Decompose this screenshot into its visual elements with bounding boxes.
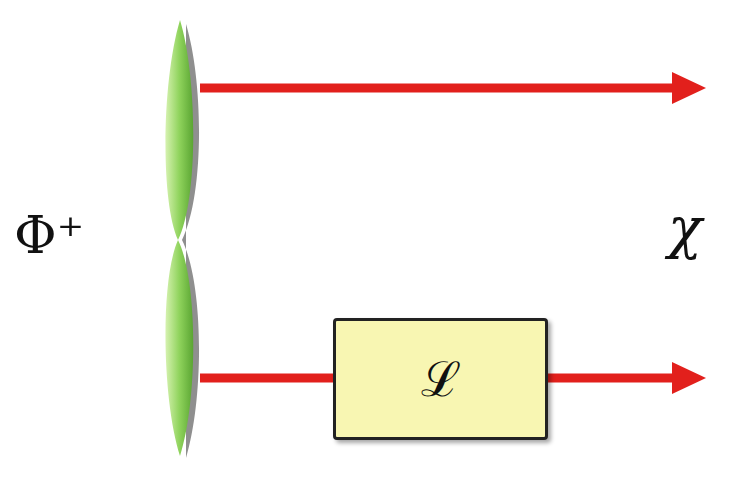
arrow-head bbox=[672, 72, 706, 104]
state-label: Φ⁺ bbox=[14, 207, 84, 264]
output-label: χ bbox=[668, 197, 702, 259]
channel-symbol: ℒ bbox=[421, 353, 461, 406]
entangled-pair bbox=[165, 20, 193, 456]
beam-line bbox=[545, 374, 680, 383]
arrow-head bbox=[672, 362, 706, 394]
beam-line bbox=[200, 374, 336, 383]
channel-box: ℒ bbox=[333, 318, 548, 440]
beam-line bbox=[200, 84, 680, 93]
